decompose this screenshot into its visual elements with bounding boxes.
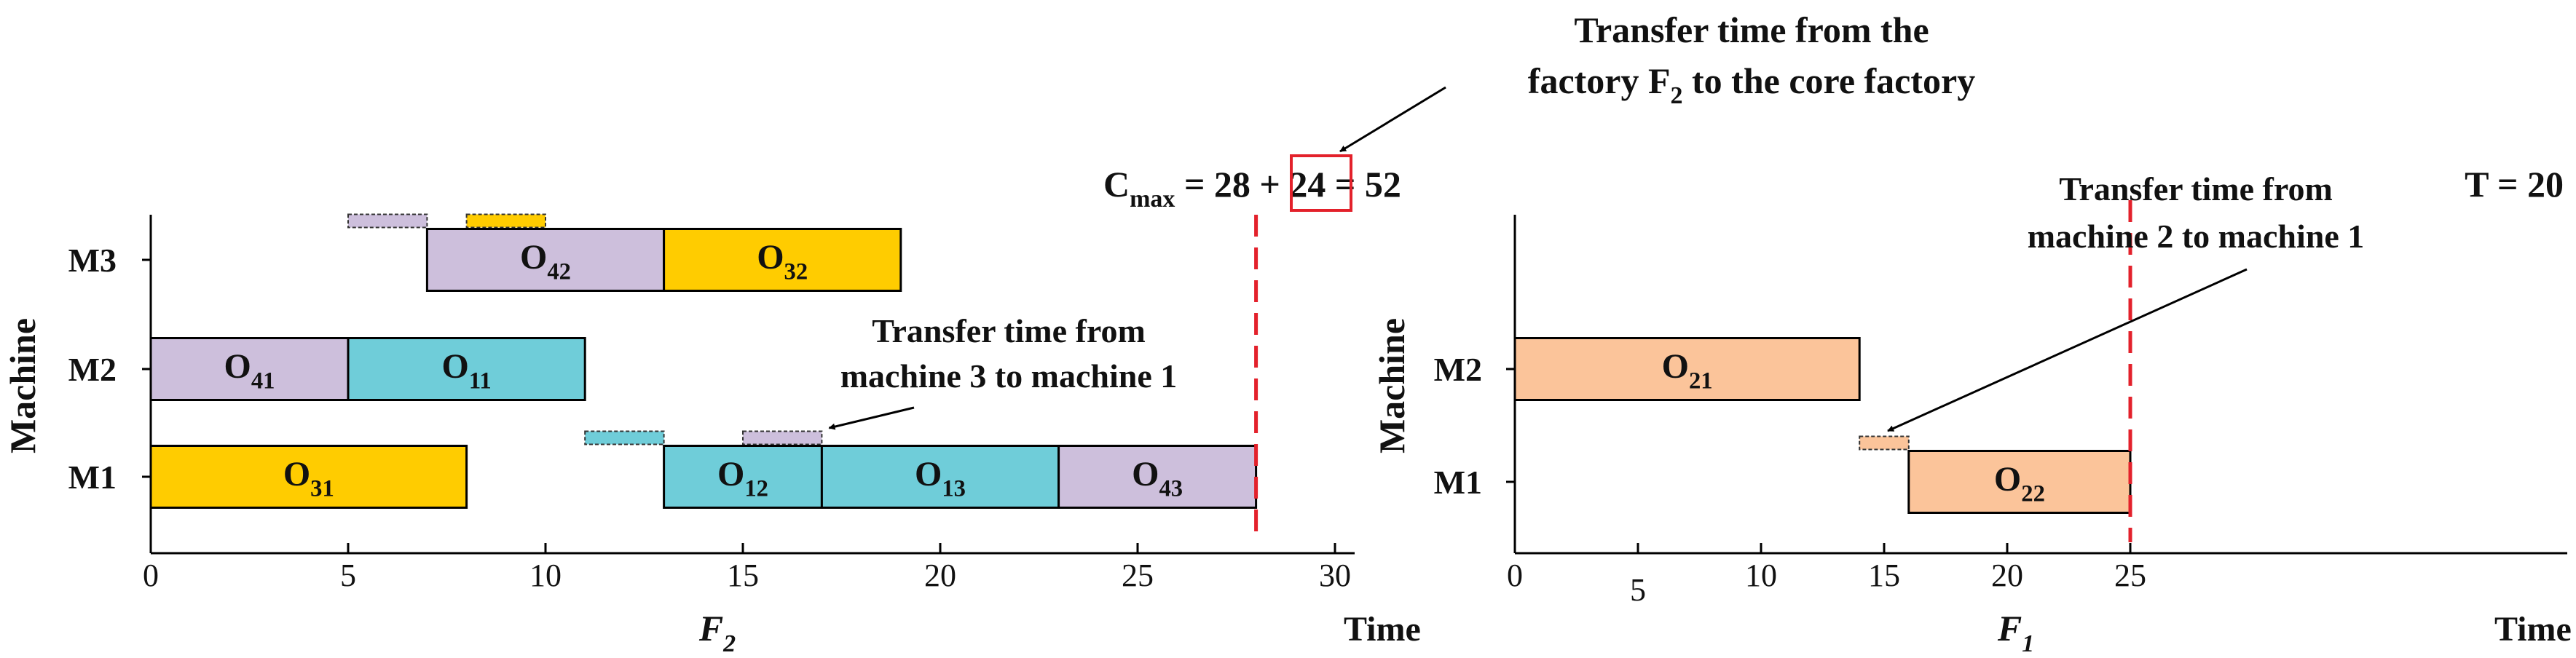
machine-label: M2 [1434, 351, 1482, 388]
annotation-text: machine 3 to machine 1 [840, 357, 1178, 395]
annotation-arrow [828, 406, 915, 430]
annotation-arrow [1887, 268, 2248, 432]
operation-label: O32 [757, 238, 808, 285]
operation-label: O11 [442, 347, 492, 394]
operation-label: O41 [224, 347, 275, 394]
time-axis-label: Time [2494, 610, 2572, 649]
operation-label: O31 [283, 455, 334, 502]
annotation-arrow [1339, 86, 1446, 153]
operation-bar [149, 337, 350, 401]
operation-bar [347, 337, 586, 401]
x-tick-label: 15 [727, 558, 759, 593]
x-axis-label: F2 [698, 608, 736, 657]
annotation-text: Transfer time from [2059, 170, 2333, 207]
operation-bar [425, 228, 666, 292]
operation-bar [1057, 445, 1258, 509]
x-tick-label: 25 [2114, 558, 2146, 593]
time-axis-label: Time [1344, 610, 1421, 649]
x-tick-label: 10 [529, 558, 562, 593]
x-tick-label: 10 [1745, 558, 1777, 593]
boxed-transfer-time [1290, 154, 1352, 212]
operation-bar [149, 445, 468, 509]
transfer-bar [1859, 435, 1910, 451]
operation-label: O22 [1994, 460, 2045, 507]
machine-label: M2 [68, 351, 117, 388]
machine-label: M3 [68, 242, 117, 279]
machine-label: M1 [68, 459, 117, 496]
annotation-text: Transfer time from [872, 312, 1146, 349]
x-tick-label: 5 [1630, 572, 1646, 608]
x-tick-label: 15 [1868, 558, 1900, 593]
t-label: T = 20 [2465, 164, 2564, 205]
transfer-bar [742, 430, 823, 445]
transfer-bar [347, 213, 428, 229]
x-tick-label: 5 [340, 558, 356, 593]
operation-bar [1907, 450, 2132, 514]
cmax-label: Cmax = 28 + 24 = 52 [1103, 164, 1401, 213]
machine-label: M1 [1434, 464, 1482, 501]
x-tick-label: 20 [1991, 558, 2023, 593]
operation-label: O43 [1132, 455, 1183, 502]
transfer-bar [465, 213, 546, 229]
x-tick-label: 30 [1319, 558, 1351, 593]
transfer-bar [584, 430, 665, 445]
operation-bar [1513, 337, 1861, 401]
y-axis-label: Machine [1371, 318, 1412, 453]
y-axis-label: Machine [2, 318, 43, 453]
x-tick-label: 25 [1122, 558, 1154, 593]
x-tick-label: 20 [924, 558, 956, 593]
annotation-text: factory F2 to the core factory [1528, 60, 1975, 109]
annotation-text: machine 2 to machine 1 [2028, 218, 2365, 255]
annotation-text: Transfer time from the [1574, 9, 1929, 50]
operation-label: O13 [915, 455, 966, 502]
operation-bar [820, 445, 1060, 509]
operation-label: O42 [520, 238, 571, 285]
x-axis-label: F1 [1997, 608, 2034, 657]
operation-label: O12 [717, 455, 768, 502]
operation-bar [663, 445, 823, 509]
x-tick-label: 0 [143, 558, 159, 593]
operation-label: O21 [1662, 347, 1713, 394]
x-tick-label: 0 [1507, 558, 1523, 593]
operation-bar [663, 228, 902, 292]
